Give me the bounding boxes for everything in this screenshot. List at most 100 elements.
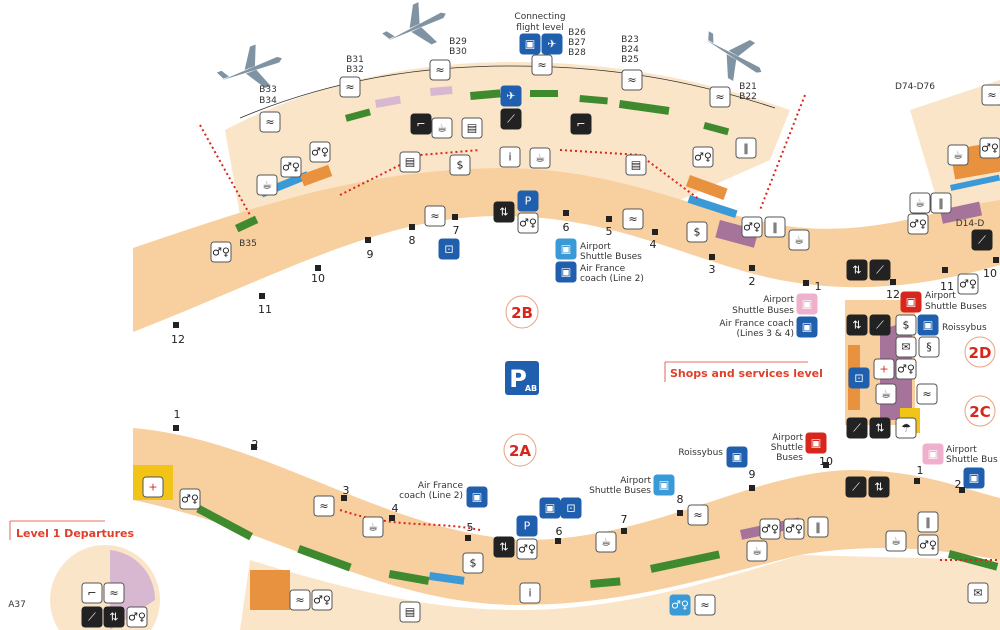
bus-icon[interactable]: ▣ bbox=[917, 314, 939, 336]
restaurant-icon[interactable]: ‖ bbox=[807, 516, 829, 538]
elevator-icon[interactable]: ⇅ bbox=[846, 314, 868, 336]
restroom-icon[interactable]: ♂♀ bbox=[957, 273, 979, 295]
smoking-area-icon[interactable]: ≈ bbox=[709, 86, 731, 108]
elevator-icon[interactable]: ⇅ bbox=[868, 476, 890, 498]
stairs-icon[interactable]: ⌐ bbox=[570, 113, 592, 135]
smoking-area-icon[interactable]: ≈ bbox=[259, 111, 281, 133]
smoking-area-icon[interactable]: ≈ bbox=[981, 84, 1000, 106]
restroom-icon[interactable]: ♂♀ bbox=[309, 141, 331, 163]
restroom-icon[interactable]: ♂♀ bbox=[516, 538, 538, 560]
bus-icon[interactable]: ▣ bbox=[466, 486, 488, 508]
bus-icon[interactable]: ▣ bbox=[922, 443, 944, 465]
restroom-icon[interactable]: ♂♀ bbox=[917, 534, 939, 556]
restroom-icon[interactable]: ♂♀ bbox=[311, 589, 333, 611]
umbrella-icon[interactable]: ☂ bbox=[895, 417, 917, 439]
bus-icon[interactable]: ▣ bbox=[653, 474, 675, 496]
restaurant-icon[interactable]: ‖ bbox=[917, 511, 939, 533]
luggage-icon[interactable]: ▤ bbox=[399, 601, 421, 623]
bus-icon[interactable]: ▣ bbox=[555, 238, 577, 260]
cafe-icon[interactable]: ☕ bbox=[746, 540, 768, 562]
elevator-icon[interactable]: ⇅ bbox=[846, 259, 868, 281]
info-icon[interactable]: i bbox=[499, 146, 521, 168]
mail-icon[interactable]: ✉ bbox=[967, 582, 989, 604]
bus-icon[interactable]: ▣ bbox=[805, 432, 827, 454]
escalator-icon[interactable]: ⟋ bbox=[869, 314, 891, 336]
cafe-icon[interactable]: ☕ bbox=[362, 516, 384, 538]
terminal-2a-badge[interactable]: 2A bbox=[503, 433, 537, 467]
elevator-icon[interactable]: ⇅ bbox=[103, 606, 125, 628]
smoking-area-icon[interactable]: ≈ bbox=[313, 495, 335, 517]
parking-ab-sign[interactable]: P AB bbox=[505, 361, 539, 395]
smoking-area-icon[interactable]: ≈ bbox=[687, 504, 709, 526]
taxi-icon[interactable]: ⊡ bbox=[438, 238, 460, 260]
bus-icon[interactable]: ▣ bbox=[796, 293, 818, 315]
cafe-icon[interactable]: ☕ bbox=[947, 144, 969, 166]
terminal-2c-badge[interactable]: 2C bbox=[964, 395, 996, 427]
restroom-icon[interactable]: ♂♀ bbox=[669, 594, 691, 616]
smoking-area-icon[interactable]: ≈ bbox=[103, 582, 125, 604]
parking-icon[interactable]: P bbox=[516, 515, 538, 537]
taxi-icon[interactable]: ⊡ bbox=[560, 497, 582, 519]
cafe-icon[interactable]: ☕ bbox=[256, 174, 278, 196]
restroom-icon[interactable]: ♂♀ bbox=[692, 146, 714, 168]
stairs-icon[interactable]: ⌐ bbox=[81, 582, 103, 604]
elevator-icon[interactable]: ⇅ bbox=[493, 201, 515, 223]
escalator-icon[interactable]: ⟋ bbox=[500, 108, 522, 130]
connecting-flight-icon[interactable]: ✈ bbox=[500, 85, 522, 107]
escalator-icon[interactable]: ⟋ bbox=[846, 417, 868, 439]
smoking-area-icon[interactable]: ≈ bbox=[424, 205, 446, 227]
info-icon[interactable]: i bbox=[519, 582, 541, 604]
cafe-icon[interactable]: ☕ bbox=[875, 383, 897, 405]
terminal-2d-badge[interactable]: 2D bbox=[964, 336, 996, 368]
restroom-icon[interactable]: ♂♀ bbox=[759, 518, 781, 540]
prayer-icon[interactable]: § bbox=[918, 336, 940, 358]
smoking-area-icon[interactable]: ≈ bbox=[339, 76, 361, 98]
restroom-icon[interactable]: ♂♀ bbox=[741, 216, 763, 238]
cafe-icon[interactable]: ☕ bbox=[431, 117, 453, 139]
cafe-icon[interactable]: ☕ bbox=[529, 147, 551, 169]
currency-exchange-icon[interactable]: $ bbox=[462, 552, 484, 574]
smoking-area-icon[interactable]: ≈ bbox=[531, 54, 553, 76]
cafe-icon[interactable]: ☕ bbox=[788, 229, 810, 251]
escalator-icon[interactable]: ⟋ bbox=[81, 606, 103, 628]
restroom-icon[interactable]: ♂♀ bbox=[517, 212, 539, 234]
stairs-icon[interactable]: ⌐ bbox=[410, 113, 432, 135]
restroom-icon[interactable]: ♂♀ bbox=[783, 518, 805, 540]
restaurant-icon[interactable]: ‖ bbox=[735, 137, 757, 159]
elevator-icon[interactable]: ⇅ bbox=[493, 536, 515, 558]
restroom-icon[interactable]: ♂♀ bbox=[280, 156, 302, 178]
car-rental-icon[interactable]: ⊡ bbox=[848, 367, 870, 389]
smoking-area-icon[interactable]: ≈ bbox=[694, 594, 716, 616]
luggage-icon[interactable]: ▤ bbox=[399, 151, 421, 173]
restroom-icon[interactable]: ♂♀ bbox=[979, 137, 1000, 159]
bus-icon[interactable]: ▣ bbox=[519, 33, 541, 55]
restroom-icon[interactable]: ♂♀ bbox=[210, 241, 232, 263]
elevator-icon[interactable]: ⇅ bbox=[869, 417, 891, 439]
cafe-icon[interactable]: ☕ bbox=[885, 530, 907, 552]
connecting-flight-icon[interactable]: ✈ bbox=[541, 33, 563, 55]
restroom-icon[interactable]: ♂♀ bbox=[126, 606, 148, 628]
currency-exchange-icon[interactable]: $ bbox=[686, 221, 708, 243]
escalator-icon[interactable]: ⟋ bbox=[971, 229, 993, 251]
first-aid-icon[interactable]: + bbox=[873, 358, 895, 380]
bus-icon[interactable]: ▣ bbox=[555, 261, 577, 283]
cafe-icon[interactable]: ☕ bbox=[595, 531, 617, 553]
bus-icon[interactable]: ▣ bbox=[900, 291, 922, 313]
currency-exchange-icon[interactable]: $ bbox=[895, 314, 917, 336]
smoking-area-icon[interactable]: ≈ bbox=[289, 589, 311, 611]
restroom-icon[interactable]: ♂♀ bbox=[895, 358, 917, 380]
luggage-icon[interactable]: ▤ bbox=[625, 154, 647, 176]
smoking-area-icon[interactable]: ≈ bbox=[622, 208, 644, 230]
bus-icon[interactable]: ▣ bbox=[963, 467, 985, 489]
bus-icon[interactable]: ▣ bbox=[539, 497, 561, 519]
parking-icon[interactable]: P bbox=[517, 190, 539, 212]
luggage-icon[interactable]: ▤ bbox=[461, 117, 483, 139]
bus-icon[interactable]: ▣ bbox=[726, 446, 748, 468]
terminal-2b-badge[interactable]: 2B bbox=[505, 295, 539, 329]
escalator-icon[interactable]: ⟋ bbox=[845, 476, 867, 498]
smoking-area-icon[interactable]: ≈ bbox=[916, 383, 938, 405]
escalator-icon[interactable]: ⟋ bbox=[869, 259, 891, 281]
mail-icon[interactable]: ✉ bbox=[895, 336, 917, 358]
smoking-area-icon[interactable]: ≈ bbox=[621, 69, 643, 91]
restroom-icon[interactable]: ♂♀ bbox=[907, 213, 929, 235]
